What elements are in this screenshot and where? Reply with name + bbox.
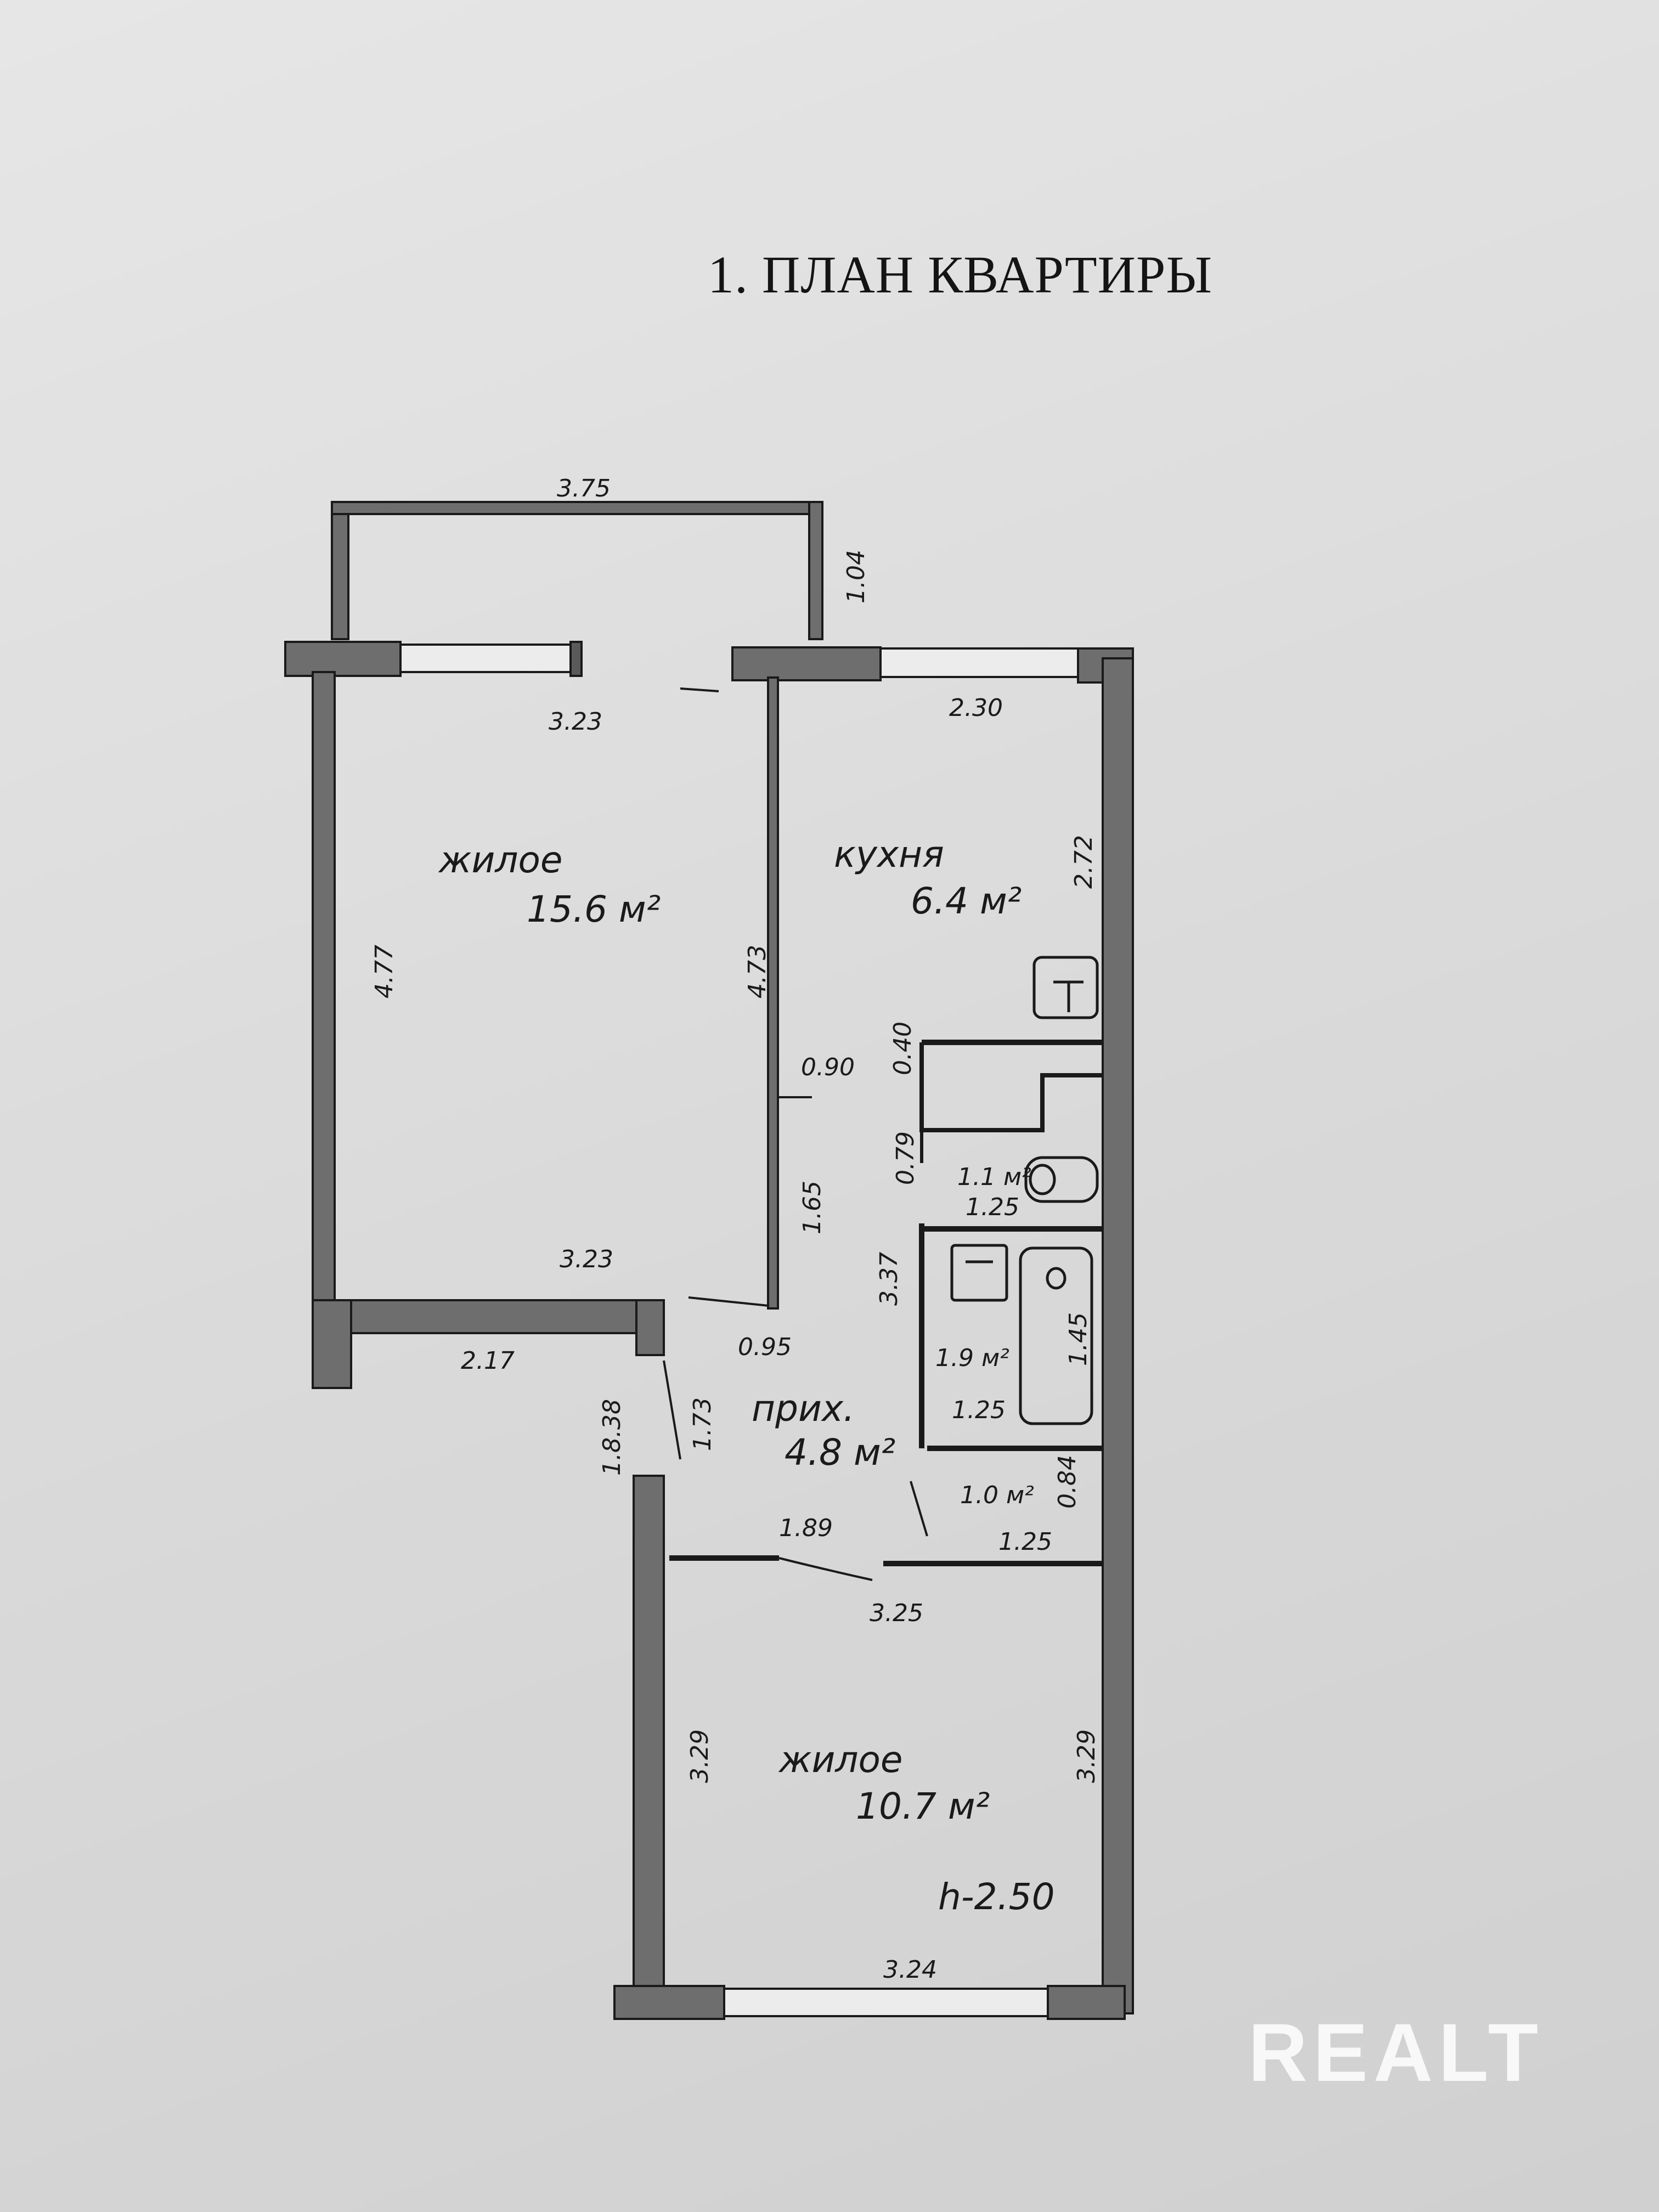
hall-area: 4.8 м² [785, 1431, 895, 1474]
bottom-wall-left [613, 1985, 725, 2020]
dim-living1-bottom: 3.23 [560, 1245, 613, 1273]
dim-living2-bottom: 3.24 [883, 1956, 937, 1984]
dim-living2-left: 3.29 [686, 1729, 714, 1783]
dim-337: 3.37 [875, 1252, 903, 1306]
living2-door [778, 1557, 873, 1581]
windows [399, 641, 1079, 2017]
dim-closet-width: 1.25 [998, 1528, 1052, 1556]
dim-hall-189: 1.89 [779, 1514, 833, 1542]
partition-living1-kitchen [767, 676, 779, 1310]
dim-bath-width: 1.25 [952, 1396, 1006, 1424]
dim-living1-right: 4.73 [743, 945, 771, 998]
corner-hall-entry [635, 1299, 665, 1356]
dim-838: 1.8.38 [598, 1399, 626, 1476]
top-wall-left [284, 641, 402, 677]
dim-closet-depth: 0.84 [1053, 1455, 1081, 1509]
living1-bottom-wall [331, 1299, 662, 1334]
hall-name: прих. [752, 1387, 855, 1430]
dim-kitchen-right: 2.72 [1070, 835, 1098, 889]
dimension-labels: 3.75 1.04 3.23 2.30 2.72 4.77 4.73 0.90 … [370, 475, 1101, 1984]
top-wall-middle [731, 646, 882, 681]
fixtures [950, 956, 1099, 1425]
dim-173: 1.73 [689, 1397, 716, 1451]
window-living2 [723, 1988, 1049, 2017]
closet-area: 1.0 м² [960, 1481, 1034, 1509]
dim-165: 1.65 [798, 1181, 826, 1234]
kitchen-name: кухня [834, 833, 944, 876]
kitchen-area: 6.4 м² [911, 880, 1022, 922]
dim-living1-top: 3.23 [549, 708, 602, 736]
window-living1-jamb [569, 641, 583, 677]
ceiling-height: h-2.50 [938, 1876, 1055, 1918]
dim-kitchen-top: 2.30 [949, 694, 1003, 722]
bathtub-icon [1019, 1246, 1093, 1425]
dim-bath-length: 1.45 [1064, 1312, 1092, 1366]
living2-name: жилое [778, 1739, 903, 1781]
dim-217: 2.17 [461, 1347, 515, 1375]
toilet-icon [1024, 1156, 1099, 1203]
stove-icon [1032, 956, 1099, 1019]
bottom-wall-right [1047, 1985, 1126, 2020]
dim-living2-right: 3.29 [1073, 1729, 1101, 1783]
room-labels: жилое 15.6 м² кухня 6.4 м² 1.1 м² 1.9 м²… [438, 833, 1055, 1918]
dim-040: 0.40 [889, 1022, 917, 1075]
dim-hall-door: 0.90 [801, 1053, 855, 1081]
kitchen-cabinet-outline [919, 1042, 1103, 1132]
dim-living1-left: 4.77 [370, 945, 398, 998]
living1-door [688, 1296, 769, 1307]
realt-watermark: REALT [1248, 2006, 1544, 2098]
plan-title: 1. ПЛАН КВАРТИРЫ [708, 245, 1213, 304]
living1-left-wall [312, 671, 336, 1331]
walls [284, 501, 1134, 2020]
dim-balcony-width: 3.75 [557, 475, 611, 503]
toilet-bowl-icon [1029, 1164, 1056, 1195]
balcony-right-rail [808, 501, 823, 640]
corner-bottom-left [312, 1299, 352, 1389]
wc-area: 1.1 м² [957, 1163, 1031, 1191]
dim-living2-top: 3.25 [870, 1599, 923, 1627]
entrance-left-wall [633, 1475, 665, 2009]
closet-door [910, 1481, 928, 1537]
living1-name: жилое [438, 839, 563, 881]
balcony-door [680, 687, 719, 692]
dim-wc-width: 1.25 [966, 1193, 1019, 1221]
living2-area: 10.7 м² [856, 1785, 990, 1827]
balcony-top-rail [331, 501, 821, 515]
bathtub-drain-icon [1046, 1267, 1066, 1290]
sink-icon [950, 1244, 1008, 1302]
dim-hall-095: 0.95 [738, 1333, 792, 1361]
entrance-door [663, 1360, 681, 1460]
window-living1 [399, 644, 572, 673]
bath-area: 1.9 м² [935, 1344, 1009, 1372]
dim-wc-side: 0.79 [891, 1131, 919, 1185]
window-kitchen [879, 647, 1079, 678]
partitions [669, 1040, 1103, 1566]
dim-balcony-depth: 1.04 [842, 550, 870, 603]
door-swings [663, 687, 928, 1581]
right-exterior-wall [1102, 657, 1134, 2015]
balcony-left-rail [331, 501, 349, 640]
living1-area: 15.6 м² [527, 888, 661, 930]
